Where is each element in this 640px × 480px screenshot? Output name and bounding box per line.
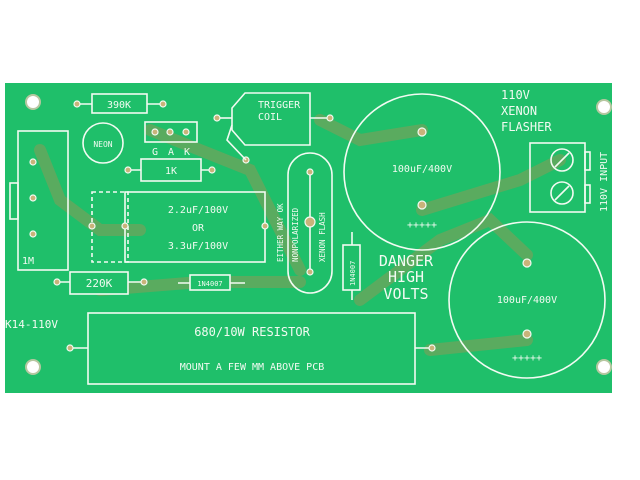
- copper-traces: [34, 114, 566, 356]
- neon-lamp: NEON: [82, 122, 124, 164]
- label-cap-big-2: 100uF/400V: [497, 295, 557, 306]
- polarity-cap-big-2: +++++: [512, 353, 542, 364]
- capacitor-big-1: 100uF/400V +++++: [343, 93, 501, 251]
- label-coil: COIL: [258, 112, 282, 123]
- title-flasher: FLASHER: [501, 120, 552, 134]
- mounting-holes: [25, 94, 612, 375]
- scr-footprint: G A K: [144, 121, 198, 158]
- capacitor-small: 2.2uF/100V OR 3.3uF/100V: [88, 191, 269, 263]
- label-diode-vertical: 1N4007: [349, 261, 357, 286]
- label-1k: 1K: [165, 166, 177, 177]
- diode-vertical: 1N4007: [342, 232, 361, 300]
- mounting-hole: [25, 359, 41, 375]
- label-cap-small-2: 3.3uF/100V: [168, 241, 228, 252]
- label-220k: 220K: [86, 277, 113, 290]
- label-110v-input: 110V INPUT: [599, 152, 610, 212]
- mounting-hole: [25, 94, 41, 110]
- potentiometer-1m: 1M: [9, 130, 69, 271]
- resistor-390k: 390K: [73, 93, 167, 114]
- power-resistor: 680/10W RESISTOR MOUNT A FEW MM ABOVE PC…: [66, 312, 436, 385]
- xenon-flash-tube: EITHER WAY OK NONPOLARIZED XENON FLASH: [276, 152, 333, 294]
- board-title: 110V XENON FLASHER: [501, 88, 552, 134]
- label-cap-small-1: 2.2uF/100V: [168, 205, 228, 216]
- pin-k: K: [184, 147, 190, 158]
- label-power-resistor-note: MOUNT A FEW MM ABOVE PCB: [180, 362, 325, 373]
- resistor-220k: 220K: [53, 271, 148, 295]
- label-either-way: EITHER WAY OK: [276, 203, 285, 262]
- mounting-hole: [596, 99, 612, 115]
- trigger-coil: TRIGGER COIL: [213, 92, 334, 164]
- label-trigger: TRIGGER: [258, 100, 301, 111]
- pin-g: G: [152, 147, 158, 158]
- title-110v: 110V: [501, 88, 530, 102]
- danger-warning: DANGER HIGH VOLTS: [379, 252, 434, 303]
- danger-line-1: DANGER: [379, 252, 434, 270]
- label-cap-big-1: 100uF/400V: [392, 164, 452, 175]
- label-model: K14-110V: [5, 318, 58, 331]
- input-terminal: 110V INPUT: [529, 142, 610, 213]
- label-nonpolarized: NONPOLARIZED: [291, 207, 300, 262]
- resistor-1k: 1K: [124, 158, 216, 182]
- label-neon: NEON: [93, 140, 112, 149]
- label-xenon-flash: XENON FLASH: [318, 212, 327, 262]
- danger-line-2: HIGH: [388, 268, 424, 286]
- capacitor-big-2: 100uF/400V +++++: [448, 221, 606, 379]
- mounting-hole: [596, 359, 612, 375]
- title-xenon: XENON: [501, 104, 537, 118]
- diode-horizontal: 1N4007: [178, 274, 245, 291]
- label-power-resistor: 680/10W RESISTOR: [194, 325, 310, 339]
- pin-a: A: [168, 147, 174, 158]
- label-cap-small-or: OR: [192, 223, 205, 234]
- label-390k: 390K: [107, 100, 131, 111]
- label-1m: 1M: [22, 256, 34, 267]
- polarity-cap-big-1: +++++: [407, 220, 437, 231]
- danger-line-3: VOLTS: [383, 285, 428, 303]
- label-diode-horizontal: 1N4007: [197, 280, 222, 288]
